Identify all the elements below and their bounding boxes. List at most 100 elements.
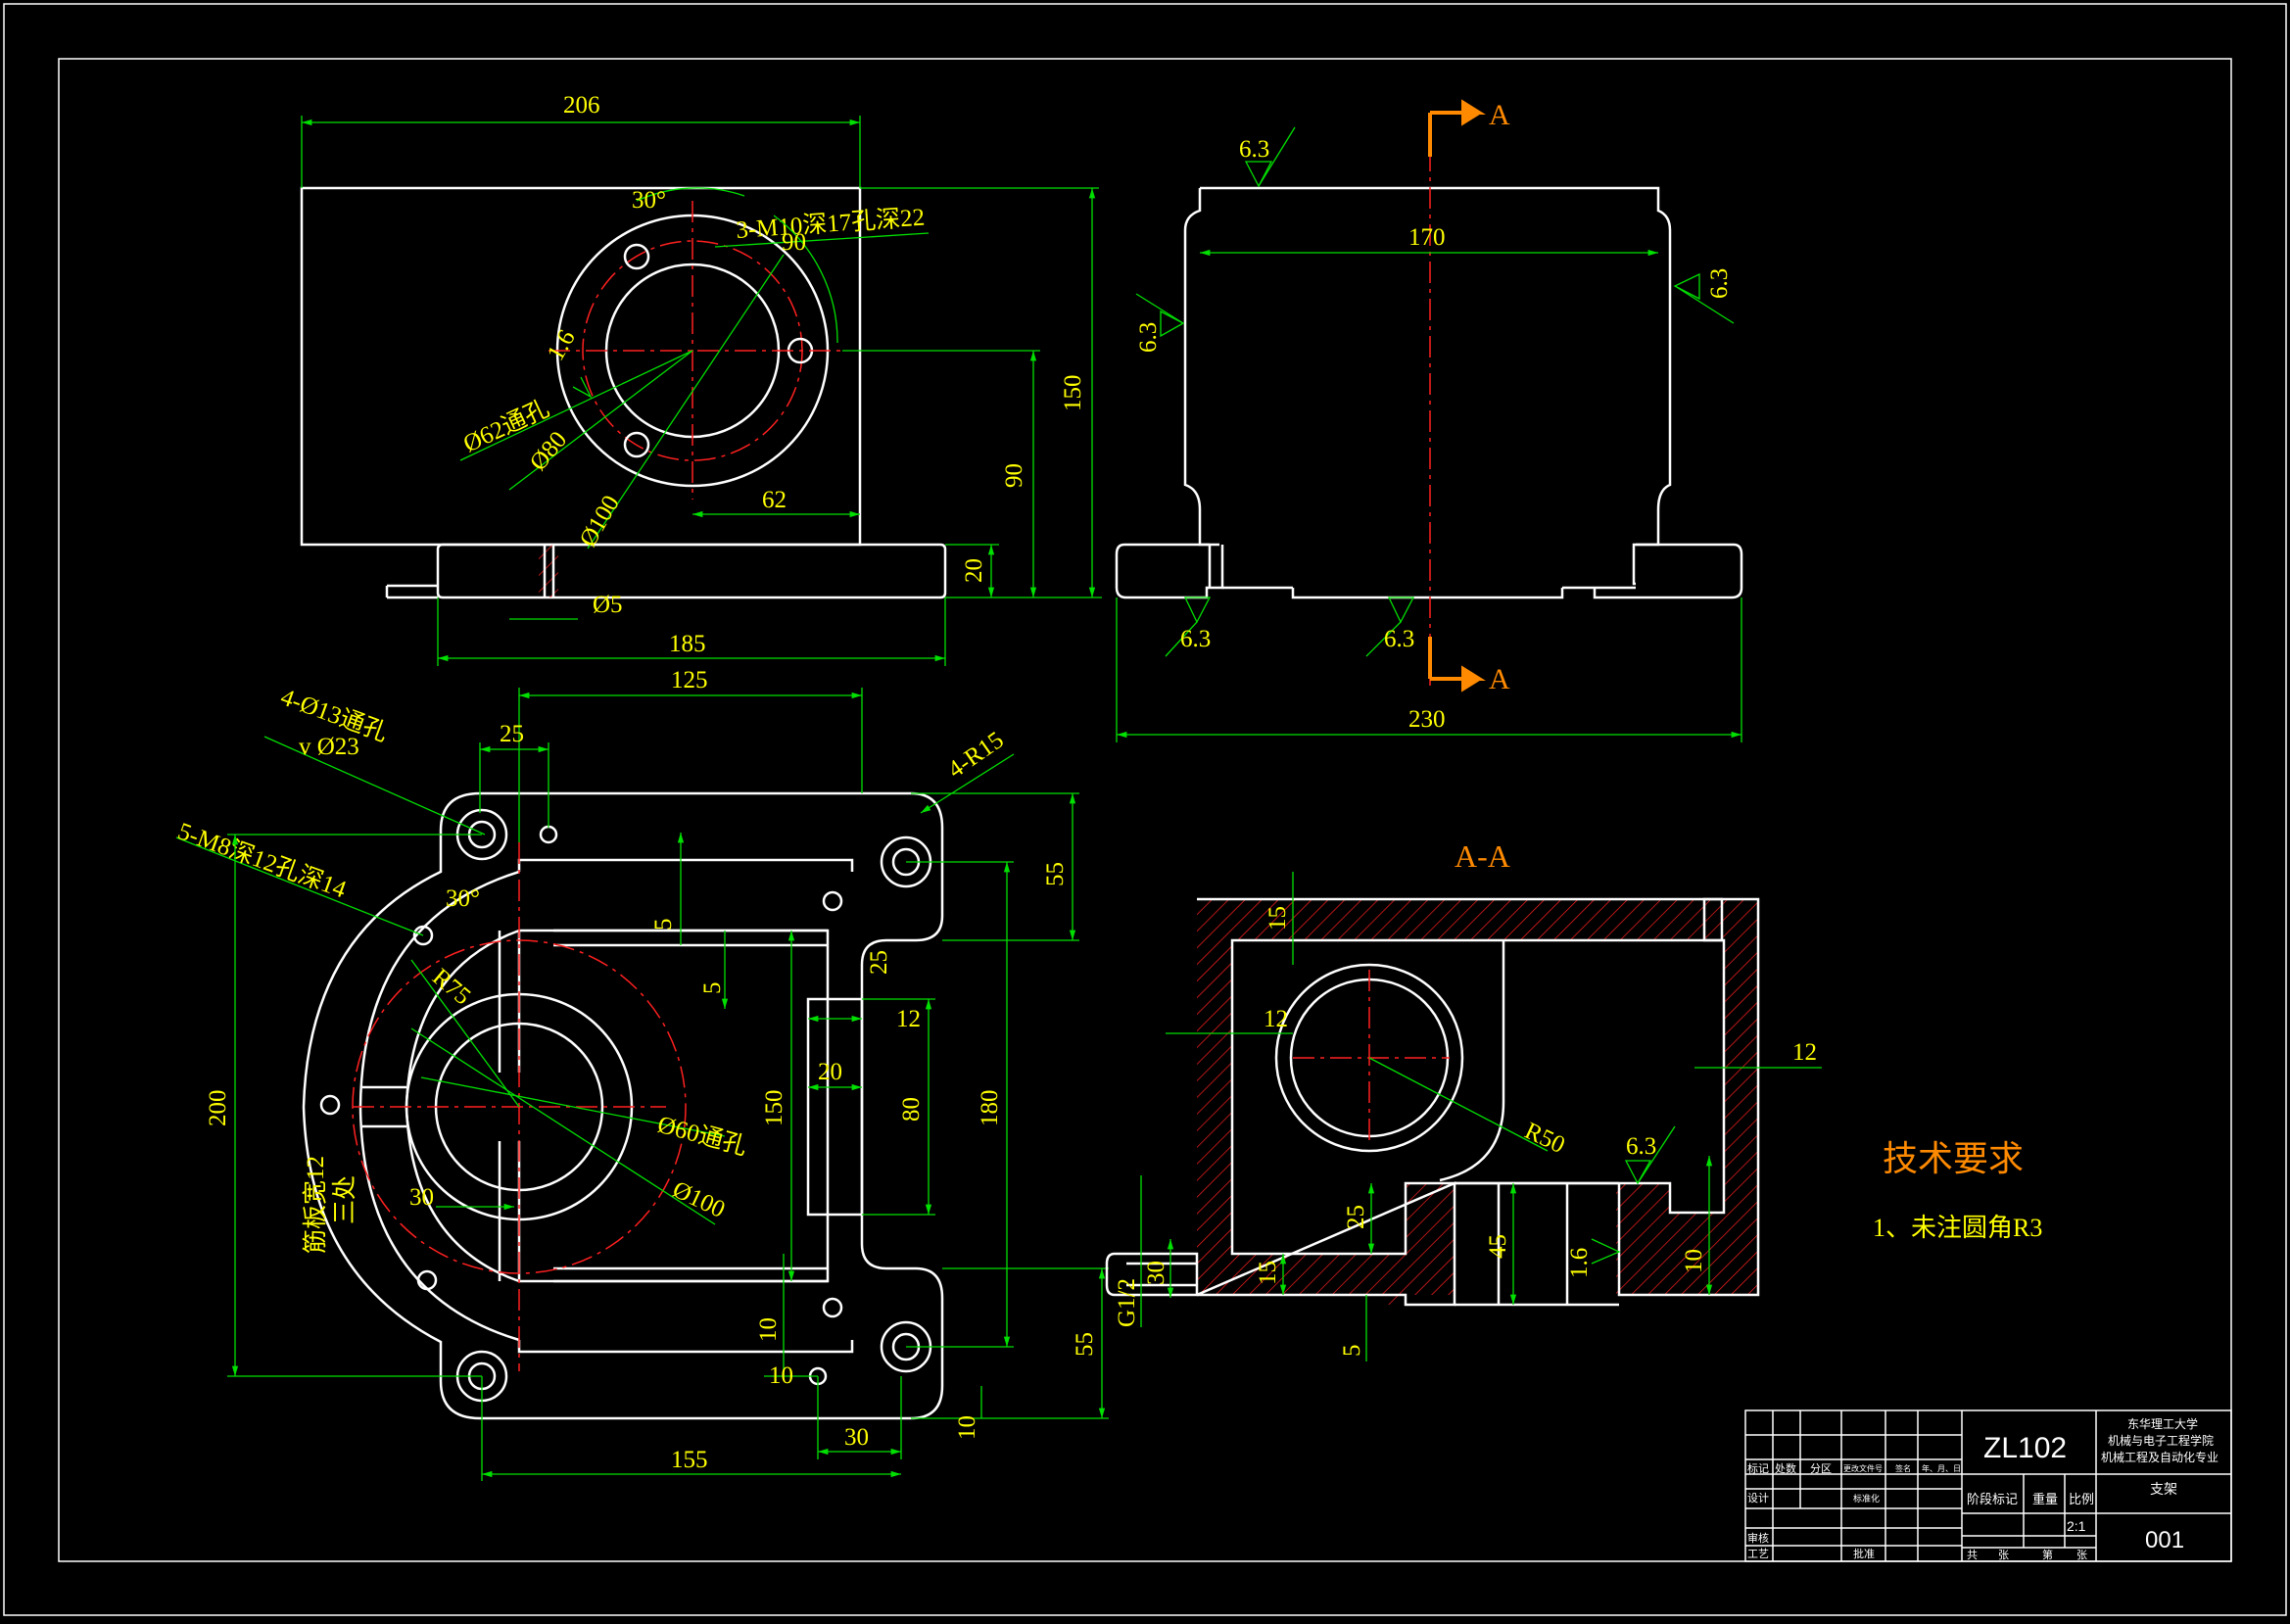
- dim-25-top: 25: [500, 721, 524, 747]
- dim-206: 206: [563, 92, 600, 119]
- dim-dia-80: Ø80: [525, 427, 572, 476]
- tb-row-check: 审核: [1747, 1531, 1769, 1545]
- tb-sheet-no: 第: [2042, 1548, 2053, 1561]
- dim-angle-90: 90: [782, 229, 806, 256]
- tb-sheet-label: 张: [2076, 1549, 2087, 1561]
- finish-6-3-sec: 6.3: [1626, 1133, 1656, 1160]
- section-view: A-A 15 12 12 R50 6.3 25 45 1.6: [1105, 838, 1822, 1361]
- dim-30-sec: 30: [1143, 1261, 1169, 1285]
- tb-col-sign: 签名: [1895, 1463, 1911, 1473]
- tb-sheets-total: 共: [1967, 1549, 1978, 1561]
- dim-55-top: 55: [1042, 862, 1069, 886]
- dim-hole-60: Ø60通孔: [654, 1112, 749, 1161]
- inner-frame: [58, 58, 2232, 1562]
- dim-125: 125: [671, 667, 708, 693]
- dim-15-sec-top: 15: [1264, 906, 1291, 931]
- dim-62: 62: [762, 487, 787, 513]
- section-title: A-A: [1455, 838, 1510, 874]
- front-thread-hole-1: [623, 243, 650, 270]
- top-slot: [806, 997, 864, 1217]
- tb-row-approve: 批准: [1853, 1547, 1875, 1560]
- dim-150-top: 150: [761, 1090, 787, 1127]
- dim-10-c: 10: [954, 1415, 980, 1440]
- dim-155: 155: [671, 1447, 708, 1473]
- dim-10-a: 10: [755, 1317, 782, 1342]
- dim-30-bottom: 30: [844, 1424, 869, 1451]
- tb-drawing-no: 001: [2145, 1527, 2184, 1553]
- dim-angle-30: 30°: [632, 187, 666, 214]
- dim-12-top: 12: [896, 1006, 921, 1032]
- dim-15-sec-bottom: 15: [1255, 1261, 1281, 1285]
- dim-45: 45: [1485, 1234, 1511, 1259]
- section-cavity: [1230, 938, 1726, 1256]
- tb-school-3: 机械工程及自动化专业: [2101, 1450, 2218, 1464]
- dim-r75: R75: [427, 964, 475, 1010]
- tb-stage: 阶段标记: [1967, 1492, 2018, 1506]
- tb-col-mark: 标记: [1747, 1461, 1769, 1475]
- dim-230: 230: [1408, 706, 1446, 733]
- dim-170: 170: [1408, 224, 1446, 251]
- dim-dia-100: Ø100: [575, 491, 625, 551]
- tb-row-standard: 标准化: [1853, 1493, 1880, 1504]
- dim-dia-5: Ø5: [593, 592, 623, 618]
- title-block: ZL102 东华理工大学 机械与电子工程学院 机械工程及自动化专业 支架 001…: [1744, 1409, 2232, 1562]
- tb-weight: 重量: [2032, 1492, 2058, 1506]
- dim-55-bottom: 55: [1072, 1332, 1098, 1357]
- side-view: A A 170 230 6.3 6.3 6.3 6.3 6.3: [1115, 99, 1743, 742]
- dim-185: 185: [669, 631, 706, 657]
- tb-col-count: 处数: [1775, 1462, 1796, 1475]
- tb-school-2: 机械与电子工程学院: [2108, 1433, 2214, 1448]
- section-bore-outer: [1274, 963, 1464, 1153]
- tb-scale-label: 比例: [2069, 1492, 2094, 1506]
- side-base-right: [1593, 543, 1743, 599]
- dim-150: 150: [1060, 375, 1086, 412]
- front-thread-hole-3: [623, 431, 650, 458]
- dim-4-r15: 4-R15: [943, 727, 1009, 784]
- finish-bottom-left: 6.3: [1180, 626, 1211, 652]
- finish-1-6-front: 1.6: [543, 325, 581, 365]
- tech-req-item-1: 1、未注圆角R3: [1873, 1214, 2042, 1242]
- dim-80-top: 80: [898, 1097, 925, 1122]
- tb-col-date: 年、月、日: [1922, 1463, 1961, 1473]
- dim-5-a: 5: [650, 919, 677, 931]
- dim-12-sec-right: 12: [1792, 1039, 1817, 1066]
- dim-25-mid: 25: [866, 950, 892, 975]
- front-pin-hole-hatch: [539, 545, 558, 597]
- finish-bottom-mid: 6.3: [1384, 626, 1414, 652]
- finish-left: 6.3: [1135, 322, 1162, 353]
- dim-10-b: 10: [769, 1362, 793, 1389]
- finish-top: 6.3: [1239, 136, 1269, 163]
- tb-school-1: 东华理工大学: [2127, 1416, 2198, 1431]
- dim-25-sec: 25: [1343, 1205, 1369, 1229]
- finish-right: 6.3: [1706, 268, 1733, 299]
- dim-20-top: 20: [818, 1059, 842, 1085]
- tb-col-zone: 分区: [1810, 1462, 1832, 1475]
- tb-part-name: 支架: [2150, 1481, 2177, 1497]
- dim-10-sec: 10: [1681, 1249, 1707, 1273]
- dim-200: 200: [205, 1090, 231, 1127]
- dim-90: 90: [1001, 463, 1027, 488]
- dim-20: 20: [961, 558, 987, 583]
- dim-12-sec-left: 12: [1264, 1006, 1288, 1032]
- section-mark-bottom: A: [1489, 663, 1510, 695]
- tap-note-m8: 5-M8深12孔深14: [174, 817, 351, 903]
- finish-1-6-sec: 1.6: [1566, 1248, 1593, 1278]
- dim-5-b: 5: [699, 982, 726, 995]
- tb-row-design: 设计: [1747, 1492, 1769, 1505]
- outer-frame: [3, 3, 2287, 1616]
- section-mark-top: A: [1489, 99, 1510, 131]
- dim-180: 180: [977, 1090, 1003, 1127]
- tb-col-doc: 更改文件号: [1843, 1463, 1883, 1473]
- thread-note-m10: 3-M10深17孔深22: [735, 204, 926, 244]
- technical-requirements: 技术要求 1、未注圆角R3: [1873, 1139, 2042, 1242]
- top-view: 125 4-Ø13通孔 v Ø23 25 5-M8深12孔深14 30° R75…: [174, 667, 1109, 1481]
- hole-13-counterbore: v Ø23: [299, 734, 359, 760]
- section-port: [1105, 1252, 1199, 1297]
- tb-row-process: 工艺: [1747, 1548, 1769, 1560]
- rib-note: 筋板宽12: [302, 1156, 329, 1254]
- dim-30-top: 30: [409, 1184, 434, 1211]
- front-view: 206 3-M10深17孔深22 30° 90 1.6 Ø62通孔 Ø80 Ø1…: [300, 92, 1102, 666]
- dim-dia-100-top: Ø100: [668, 1176, 729, 1223]
